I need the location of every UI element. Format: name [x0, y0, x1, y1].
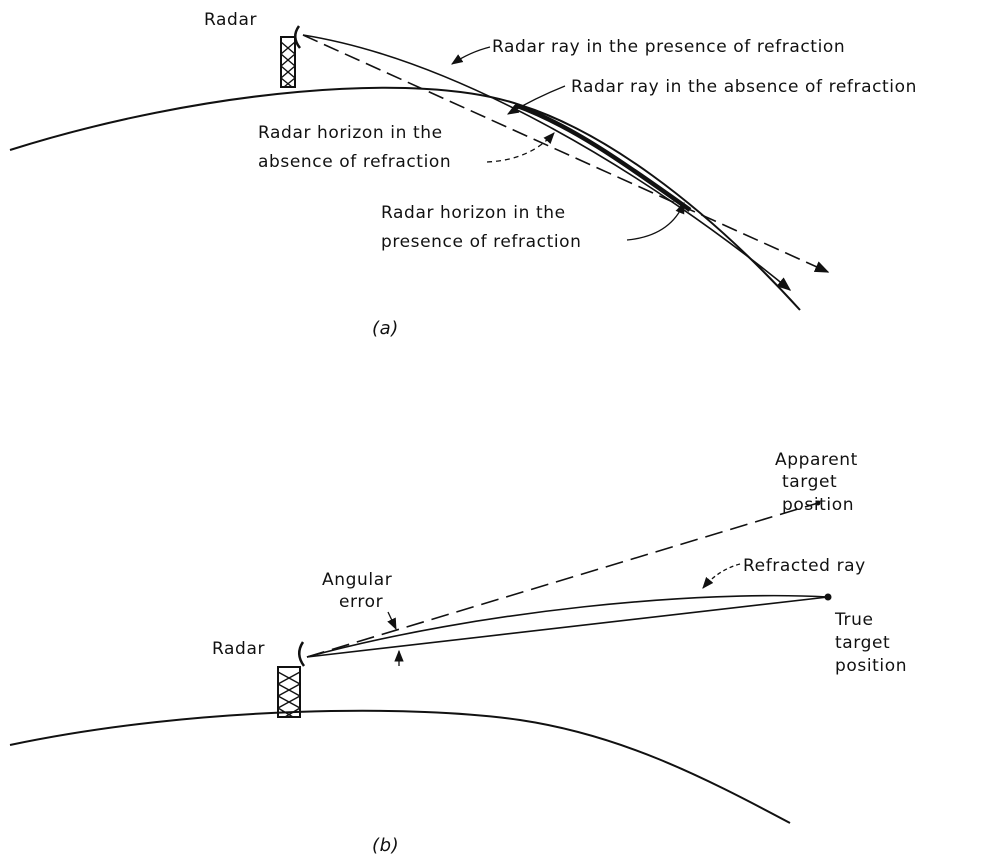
label-true-3: position	[835, 656, 907, 676]
radar-tower-a-icon	[281, 26, 300, 87]
earth-surface-a	[10, 88, 800, 310]
label-ray-with-refraction: Radar ray in the presence of refraction	[492, 37, 845, 57]
label-refracted-ray: Refracted ray	[743, 556, 866, 576]
radar-label-b: Radar	[212, 639, 265, 659]
label-angular-1: Angular	[322, 570, 392, 590]
panel-a: Radar Radar ray in the presence of refra…	[10, 10, 917, 339]
label-true-1: True	[834, 610, 874, 630]
true-target-dot	[825, 594, 832, 601]
label-ray-without-refraction: Radar ray in the absence of refraction	[571, 77, 917, 97]
true-ray	[307, 597, 828, 657]
caption-b: (b)	[372, 835, 399, 856]
label-horizon-absent-2: absence of refraction	[258, 152, 451, 172]
radar-label-a: Radar	[204, 10, 257, 30]
label-true-2: target	[835, 633, 890, 653]
radar-tower-b-icon	[278, 642, 304, 717]
label-apparent-1: Apparent	[775, 450, 858, 470]
label-horizon-present-1: Radar horizon in the	[381, 203, 566, 223]
leader-horizon-present	[627, 203, 684, 240]
angular-error-arrow-top	[388, 612, 396, 629]
earth-surface-b	[10, 711, 790, 823]
leader-refracted-ray	[703, 564, 740, 588]
label-angular-2: error	[339, 592, 383, 612]
leader-horizon-absent	[487, 133, 554, 162]
leader-ray-with	[452, 47, 490, 64]
caption-a: (a)	[372, 318, 399, 339]
panel-b: Radar Apparent target position Refracted…	[10, 450, 907, 856]
label-apparent-3: position	[782, 495, 854, 515]
label-apparent-2: target	[782, 472, 837, 492]
label-horizon-present-2: presence of refraction	[381, 232, 582, 252]
label-horizon-absent-1: Radar horizon in the	[258, 123, 443, 143]
